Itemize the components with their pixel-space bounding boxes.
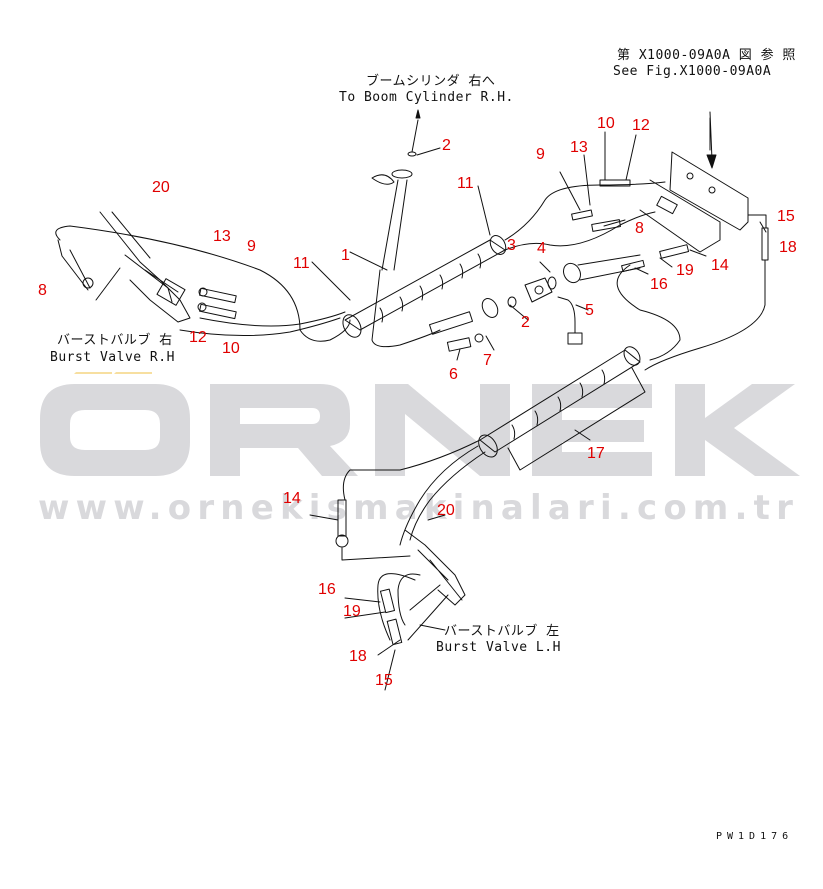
callout-4: 4 bbox=[537, 240, 546, 257]
callout-16: 16 bbox=[318, 581, 336, 598]
boom-cylinder-note-en: To Boom Cylinder R.H. bbox=[339, 90, 514, 105]
burst-valve-rh-label-jp: バーストバルブ 右 bbox=[57, 333, 173, 348]
burst-valve-lh-label-en: Burst Valve L.H bbox=[436, 640, 561, 655]
callout-9: 9 bbox=[247, 238, 256, 255]
callout-19: 19 bbox=[343, 603, 361, 620]
callout-16: 16 bbox=[650, 276, 668, 293]
callout-11: 11 bbox=[457, 175, 474, 192]
callout-20: 20 bbox=[437, 502, 455, 519]
callout-20: 20 bbox=[152, 179, 170, 196]
callout-10: 10 bbox=[222, 340, 240, 357]
callout-5: 5 bbox=[585, 302, 594, 319]
callout-8: 8 bbox=[38, 282, 47, 299]
callout-9: 9 bbox=[536, 146, 545, 163]
callout-14: 14 bbox=[283, 490, 301, 507]
callout-15: 15 bbox=[375, 672, 393, 689]
callout-8: 8 bbox=[635, 220, 644, 237]
callout-1: 1 bbox=[341, 247, 350, 264]
callout-15: 15 bbox=[777, 208, 795, 225]
callout-12: 12 bbox=[632, 117, 650, 134]
burst-valve-rh-label-en: Burst Valve R.H bbox=[50, 350, 175, 365]
callout-2: 2 bbox=[442, 137, 451, 154]
boom-cylinder-note-jp: ブームシリンダ 右へ bbox=[366, 74, 496, 89]
callout-14: 14 bbox=[711, 257, 729, 274]
drawing-code: PW1D176 bbox=[716, 831, 794, 842]
callout-7: 7 bbox=[483, 352, 492, 369]
callout-18: 18 bbox=[779, 239, 797, 256]
callout-2: 2 bbox=[521, 314, 530, 331]
callout-6: 6 bbox=[449, 366, 458, 383]
callout-12: 12 bbox=[189, 329, 207, 346]
callout-18: 18 bbox=[349, 648, 367, 665]
callout-3: 3 bbox=[507, 237, 516, 254]
reference-note-en: See Fig.X1000-09A0A bbox=[613, 64, 772, 79]
callout-13: 13 bbox=[570, 139, 588, 156]
callout-13: 13 bbox=[213, 228, 231, 245]
burst-valve-lh-label-jp: バーストバルブ 左 bbox=[444, 624, 560, 639]
reference-note-jp: 第 X1000-09A0A 図 参 照 bbox=[617, 48, 796, 63]
callout-19: 19 bbox=[676, 262, 694, 279]
callout-17: 17 bbox=[587, 445, 605, 462]
watermark-logo bbox=[40, 372, 800, 476]
callout-10: 10 bbox=[597, 115, 615, 132]
callout-11: 11 bbox=[293, 255, 310, 272]
